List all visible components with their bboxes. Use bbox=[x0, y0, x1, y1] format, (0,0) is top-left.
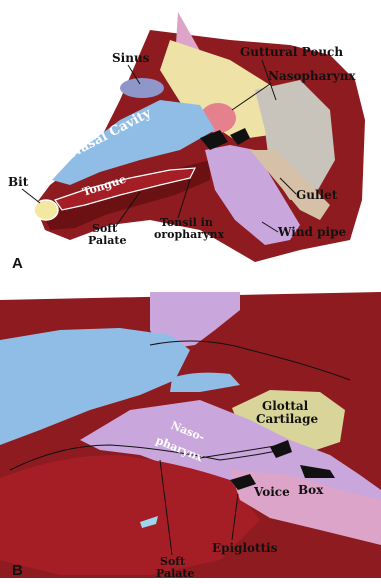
label-glottal-2: Cartilage bbox=[256, 412, 318, 426]
label-epiglottis: Epiglottis bbox=[212, 541, 278, 555]
label-gullet: Gullet bbox=[296, 188, 338, 202]
panel-letter-b: B bbox=[12, 562, 23, 579]
label-nasopharynx: Nasopharynx bbox=[268, 69, 356, 83]
panel-b: Glottal Cartilage Naso- pharynx Voice Bo… bbox=[0, 292, 381, 580]
label-soft-palate-a-2: Palate bbox=[88, 234, 127, 247]
sinus-shape bbox=[120, 78, 164, 98]
label-glottal-1: Glottal bbox=[262, 399, 309, 413]
label-sinus: Sinus bbox=[112, 51, 150, 65]
panel-letter-a: A bbox=[12, 255, 23, 272]
label-wind-pipe: Wind pipe bbox=[277, 225, 346, 239]
panel-a: Sinus Guttural Pouch Nasopharynx Nasal C… bbox=[8, 12, 365, 272]
label-box: Box bbox=[298, 483, 324, 497]
label-tonsil-2: oropharynx bbox=[154, 228, 224, 241]
label-bit: Bit bbox=[8, 175, 29, 189]
label-guttural-pouch: Guttural Pouch bbox=[240, 45, 343, 59]
leader-bit bbox=[22, 189, 40, 203]
label-voice: Voice bbox=[253, 485, 290, 499]
bit-shape bbox=[34, 200, 58, 220]
label-soft-palate-b-2: Palate bbox=[156, 567, 195, 580]
